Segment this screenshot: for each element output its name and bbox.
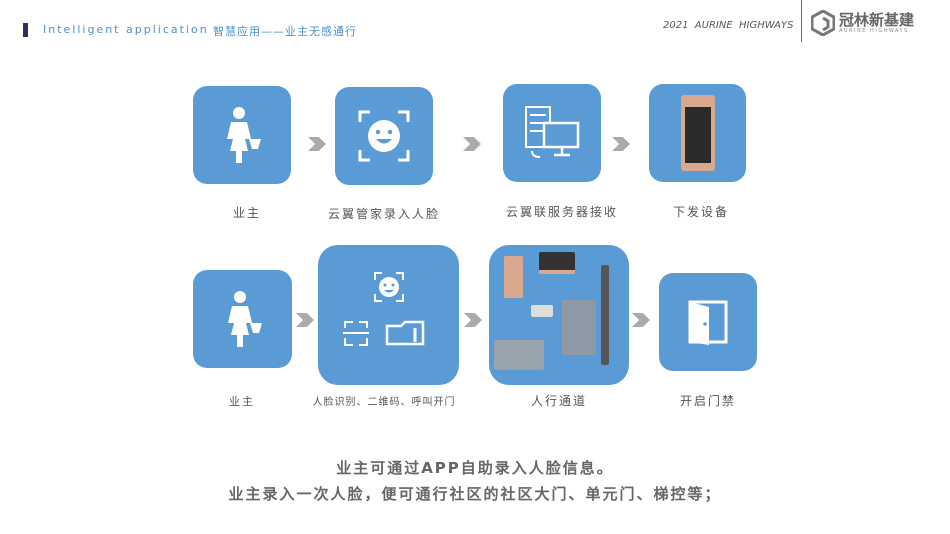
logo-icon xyxy=(811,10,835,36)
step-label: 业主 xyxy=(232,206,262,220)
open-door-icon xyxy=(688,300,728,345)
person-with-basket-icon xyxy=(227,107,261,163)
step-label: 下发设备 xyxy=(672,205,730,219)
logo-en: AURINE HIGHWAYS xyxy=(839,28,909,34)
recognition-box xyxy=(318,245,459,385)
step-label: 业主 xyxy=(229,395,255,408)
access-devices-icon xyxy=(489,245,629,385)
step-label: 云翼联服务器接收 xyxy=(505,205,619,219)
flow-arrow xyxy=(308,137,326,151)
access-channel-box xyxy=(489,245,629,385)
step-label: 云翼管家录入人脸 xyxy=(327,207,441,221)
owner-box xyxy=(193,270,292,368)
step-label: 开启门禁 xyxy=(679,394,737,408)
footer-line-1: 业主可通过APP自助录入人脸信息。 xyxy=(336,459,614,477)
server-monitor-icon xyxy=(525,106,580,158)
step-label: 人行通道 xyxy=(530,394,588,408)
person-with-basket-icon xyxy=(227,291,262,347)
logo-cn: 冠林新基建 xyxy=(839,11,915,29)
year-brand: 2021 AURINE HIGHWAYS xyxy=(663,20,794,31)
header-title-cn: 智慧应用——业主无感通行 xyxy=(213,25,357,38)
door-station-device-icon xyxy=(680,95,715,171)
flow-arrow xyxy=(632,313,650,327)
flow-arrow xyxy=(463,137,481,151)
header-divider xyxy=(801,0,802,42)
footer-line-2: 业主录入一次人脸，便可通行社区的社区大门、单元门、梯控等； xyxy=(228,485,722,503)
server-box xyxy=(503,84,601,182)
flow-arrow xyxy=(296,313,314,327)
face-qr-call-icon xyxy=(342,272,424,346)
open-door-box xyxy=(659,273,757,371)
flow-arrow xyxy=(612,137,630,151)
face-entry-box xyxy=(335,87,433,185)
device-box xyxy=(649,84,746,182)
flow-arrow xyxy=(464,313,482,327)
face-scan-icon xyxy=(358,110,410,162)
owner-box xyxy=(193,86,291,184)
header-bar-marker xyxy=(23,23,28,37)
step-label: 人脸识别、二维码、呼叫开门 xyxy=(312,397,456,408)
logo: 冠林新基建 AURINE HIGHWAYS xyxy=(811,10,914,36)
header-title-en: Intelligent application xyxy=(43,23,209,36)
